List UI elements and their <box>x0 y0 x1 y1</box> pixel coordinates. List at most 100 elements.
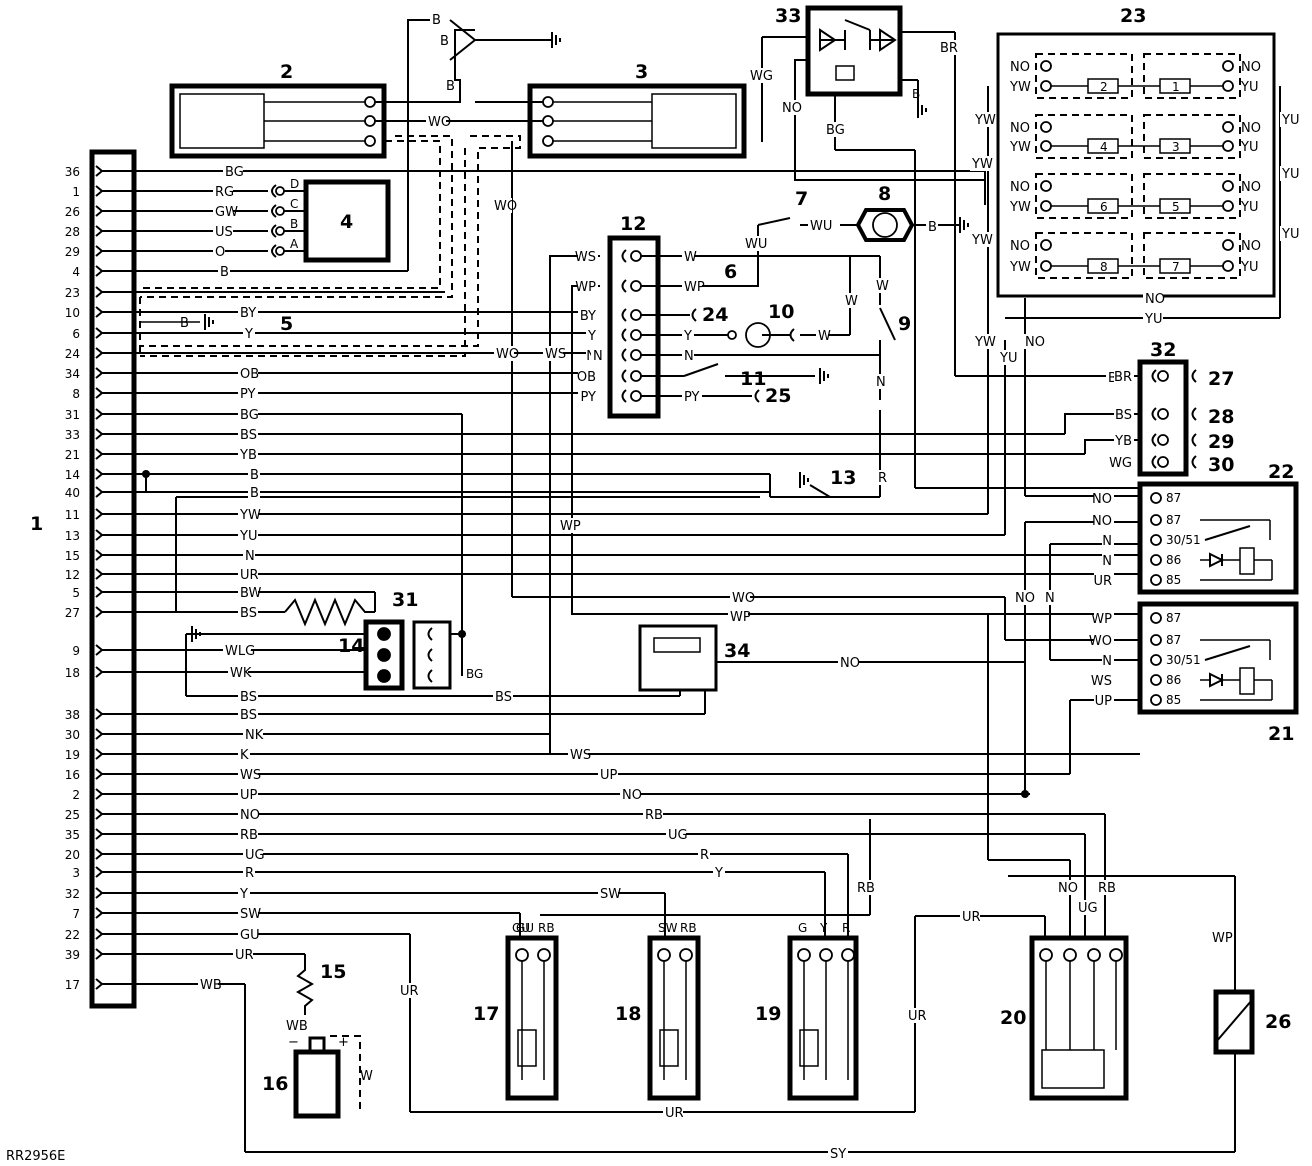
ecu-pin-terminal <box>95 728 104 740</box>
fuse-left-label: YW <box>1009 80 1031 95</box>
connector-12 <box>607 235 661 419</box>
fuse-number: 6 <box>1100 200 1108 214</box>
sensor4-pin-letter: D <box>290 177 299 191</box>
label-bg <box>1102 553 1114 568</box>
wire-code: YW <box>971 157 993 172</box>
sensor-pin <box>515 948 529 962</box>
plug-contact <box>1151 369 1157 383</box>
ecu-pin-terminal <box>95 907 104 919</box>
wire-code: UR <box>665 1106 684 1121</box>
label-bg <box>843 293 855 308</box>
ecu-pin-terminal <box>95 347 104 359</box>
label-bg <box>643 807 663 822</box>
sensor-pin <box>537 948 551 962</box>
label-bg <box>973 112 993 127</box>
wire-code: WO <box>496 347 519 362</box>
fuse-right-label: NO <box>1241 239 1261 254</box>
wire-code: WP <box>560 519 581 534</box>
wire-code: B <box>250 486 259 501</box>
fuse-pin <box>1222 80 1234 92</box>
ecu-pin-number: 35 <box>65 828 80 842</box>
ecu-pin-number: 18 <box>65 666 80 680</box>
wire-code: WB <box>200 978 222 993</box>
label-bg <box>682 249 694 264</box>
wire-code: Y <box>244 327 253 342</box>
wire-code: BW <box>240 586 261 601</box>
wire-code: BS <box>240 428 257 443</box>
wire-code: WO <box>428 115 451 130</box>
relay-wire: WP <box>1091 612 1112 627</box>
wire <box>809 484 831 498</box>
label-bg <box>578 279 598 294</box>
fuse-left-label: NO <box>1010 239 1030 254</box>
wire-code: WG <box>750 69 773 84</box>
component-25-label: 25 <box>765 385 791 407</box>
fuse-right-label: YU <box>1240 80 1258 95</box>
wire-code: WS <box>545 347 566 362</box>
sensor-pin-code: RB <box>538 921 555 935</box>
ecu-pin-terminal <box>95 586 104 598</box>
battery-plus: + <box>338 1035 349 1050</box>
label-bg <box>238 767 258 782</box>
sensor-17 <box>505 935 559 1101</box>
wire-code: WO <box>732 591 755 606</box>
component-27-label: 27 <box>1208 368 1234 390</box>
wire-code: NO <box>782 101 802 116</box>
fuse-pin <box>1222 140 1234 152</box>
label-bg <box>578 308 598 323</box>
wire-code: Y <box>239 887 248 902</box>
relay-pin-number: 87 <box>1166 633 1181 647</box>
plug-contact <box>1151 455 1157 469</box>
ground-33 <box>917 102 927 118</box>
c2-body <box>179 93 265 149</box>
battery-lead <box>330 1035 361 1110</box>
ecu-pin-terminal <box>95 448 104 460</box>
ground-splice <box>551 32 561 48</box>
wire-code: WS <box>570 748 591 763</box>
c3-body <box>651 93 737 149</box>
lamp-pin <box>727 330 737 340</box>
label-bg <box>493 689 513 704</box>
c20-pin <box>1087 948 1101 962</box>
component-24-label: 24 <box>702 304 728 326</box>
c14-pin <box>377 627 391 641</box>
wire-code: B <box>912 87 920 101</box>
wire-code: YW <box>239 508 261 523</box>
label-bg <box>960 909 980 924</box>
ecu-pin-number: 26 <box>65 205 80 219</box>
label-bg <box>598 767 618 782</box>
screen-wire <box>140 140 441 289</box>
c32-pin <box>1157 370 1169 382</box>
ecu-pin-terminal <box>95 748 104 760</box>
relay-pin-number: 85 <box>1166 693 1181 707</box>
screen-wire <box>140 148 466 357</box>
relay-pin-number: 30/51 <box>1166 533 1201 547</box>
component-8-label: 8 <box>878 183 891 205</box>
sensor4-plug <box>271 184 277 198</box>
label-bg <box>743 236 763 251</box>
label-bg <box>698 847 710 862</box>
c12-plug <box>621 279 627 293</box>
wire-code: BG <box>240 408 259 423</box>
ecu-pin-terminal <box>95 327 104 339</box>
fuse-number: 8 <box>1100 260 1108 274</box>
fuse-pin <box>1222 200 1234 212</box>
c2-pin <box>364 96 376 108</box>
label-bg <box>198 977 218 992</box>
plug-contact <box>789 328 795 342</box>
ecu-pin-terminal <box>95 948 104 960</box>
wire-code: N <box>593 349 603 364</box>
relay-pin <box>1150 574 1162 586</box>
fuse-cell <box>1035 232 1133 279</box>
label-bg <box>243 865 255 880</box>
ecu-pin-terminal <box>95 185 104 197</box>
c32-wire: BS <box>1115 408 1132 423</box>
static-layer <box>89 5 1299 1153</box>
label-bg <box>816 328 828 343</box>
connector-14b <box>412 620 452 690</box>
c12-plug <box>621 249 627 263</box>
label-bg <box>238 386 258 401</box>
label-bg <box>1094 491 1114 506</box>
fuse-pin <box>1040 200 1052 212</box>
